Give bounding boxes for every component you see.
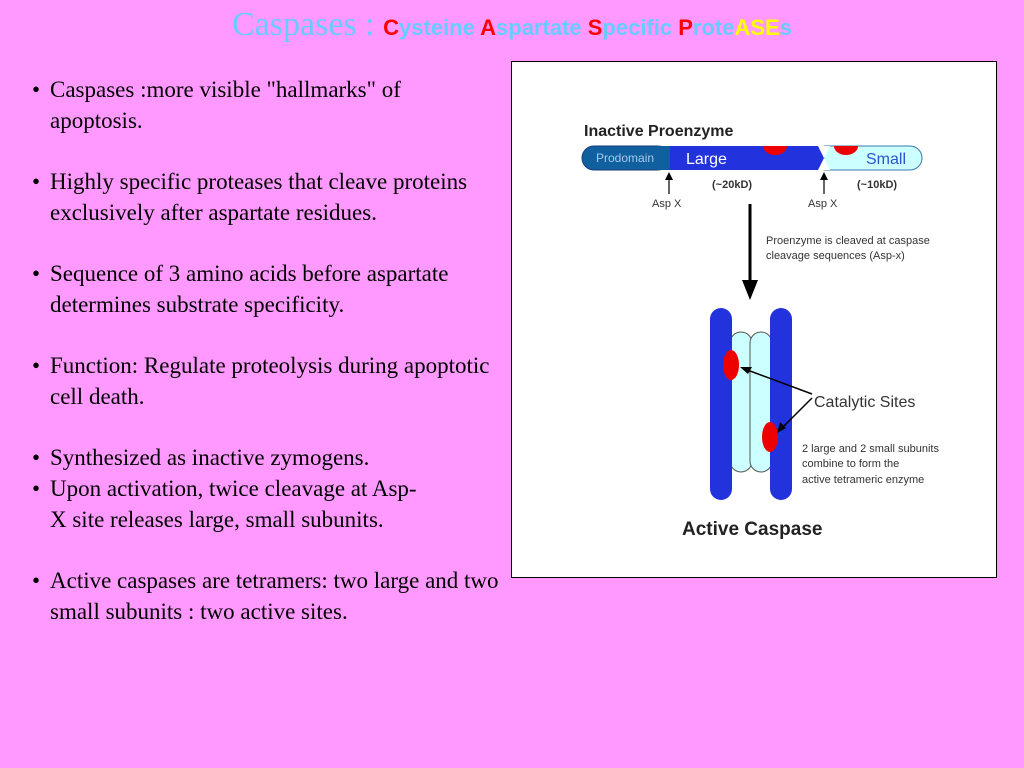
- title-segment: ysteine: [399, 15, 481, 40]
- bullet-text: Synthesized as inactive zymogens.: [50, 445, 370, 470]
- cleavage-notch: [818, 158, 830, 170]
- catalytic-pointer: [741, 367, 813, 395]
- title-segment: P: [678, 15, 693, 40]
- bullet-dot: •: [32, 445, 41, 470]
- large-kd-label: (~20kD): [712, 179, 752, 191]
- bullet-dot: •: [32, 476, 41, 501]
- bullet-item: • Active caspases are tetramers: two larg…: [32, 565, 512, 627]
- bullet-item: • Upon activation, twice cleavage at Asp…: [32, 473, 512, 535]
- title-lead: Caspases :: [232, 6, 384, 43]
- caspase-diagram-svg: Inactive Proenzyme Prodomain Large Small…: [581, 123, 939, 540]
- title-segment: pecific: [602, 15, 679, 40]
- catalytic-pointer: [779, 397, 813, 431]
- bullet-text: Sequence of 3 amino acids before asparta…: [50, 261, 449, 317]
- bullet-item: • Highly specific proteases that cleave p…: [32, 166, 512, 228]
- small-label: Small: [866, 151, 906, 168]
- asp-arrow-left-head: [665, 172, 673, 180]
- bullet-dot: •: [32, 568, 41, 593]
- bullet-spacer: [32, 228, 512, 258]
- combine-note-line3: active tetrameric enzyme: [802, 474, 924, 486]
- combine-note-line1: 2 large and 2 small subunits: [802, 443, 939, 455]
- catalytic-site-mark: [762, 422, 778, 452]
- title-segment: C: [383, 15, 399, 40]
- catalytic-site-mark: [834, 146, 858, 155]
- bullet-item: • Sequence of 3 amino acids before aspart…: [32, 258, 512, 320]
- bullet-text: Upon activation, twice cleavage at Asp- …: [50, 476, 417, 532]
- bullet-dot: •: [32, 77, 41, 102]
- bullet-dot: •: [32, 261, 41, 286]
- caspase-diagram: Inactive Proenzyme Prodomain Large Small…: [511, 61, 997, 578]
- large-label: Large: [686, 151, 727, 168]
- slide-title: Caspases : Cysteine Aspartate Specific P…: [0, 6, 1024, 44]
- bullet-spacer: [32, 136, 512, 166]
- bullet-spacer: [32, 535, 512, 565]
- asp-arrow-right-head: [820, 172, 828, 180]
- catalytic-pointer-head: [777, 422, 786, 433]
- large-subunit-bar: [710, 308, 732, 500]
- large-subunit-bar: [770, 308, 792, 500]
- catalytic-pointer-head: [740, 367, 752, 374]
- catalytic-site-mark: [763, 146, 787, 155]
- bullet-item: • Synthesized as inactive zymogens.: [32, 442, 512, 473]
- small-kd-label: (~10kD): [857, 179, 897, 191]
- bullet-dot: •: [32, 169, 41, 194]
- cleave-note-line1: Proenzyme is cleaved at caspase: [766, 235, 930, 247]
- catalytic-site-mark: [723, 350, 739, 380]
- combine-note-line2: combine to form the: [802, 458, 899, 470]
- title-segment: spartate: [496, 15, 588, 40]
- asp-left-label: Asp X: [652, 198, 682, 210]
- title-segment: S: [587, 15, 603, 40]
- cleavage-notch: [818, 146, 830, 158]
- bullet-text: Active caspases are tetramers: two large…: [50, 568, 499, 624]
- bullet-list: • Caspases :more visible "hallmarks" of a…: [32, 74, 512, 627]
- title-segment: A: [480, 15, 497, 40]
- bullet-text: Highly specific proteases that cleave pr…: [50, 169, 468, 225]
- bullet-spacer: [32, 412, 512, 442]
- title-segment: ASE: [734, 15, 780, 40]
- large-subunit-segment: [670, 146, 824, 170]
- title-segment: rote: [692, 15, 735, 40]
- bullet-dot: •: [32, 353, 41, 378]
- proenzyme-title: Inactive Proenzyme: [584, 123, 734, 140]
- asp-right-label: Asp X: [808, 198, 838, 210]
- catalytic-sites-label: Catalytic Sites: [814, 394, 915, 411]
- title-segment: s: [779, 15, 792, 40]
- title-acronym: Cysteine Aspartate Specific ProteASEs: [383, 15, 792, 40]
- bullet-item: • Function: Regulate proteolysis during a…: [32, 350, 512, 412]
- bullet-text: Function: Regulate proteolysis during ap…: [50, 353, 490, 409]
- cleave-note-line2: cleavage sequences (Asp-x): [766, 250, 905, 262]
- bullet-text: Caspases :more visible "hallmarks" of ap…: [50, 77, 401, 133]
- bullet-item: • Caspases :more visible "hallmarks" of a…: [32, 74, 512, 136]
- cleavage-arrow-head: [742, 280, 758, 300]
- bullet-spacer: [32, 320, 512, 350]
- active-caspase-title: Active Caspase: [682, 519, 822, 540]
- prodomain-segment-fill: [657, 146, 672, 170]
- prodomain-label: Prodomain: [596, 151, 654, 165]
